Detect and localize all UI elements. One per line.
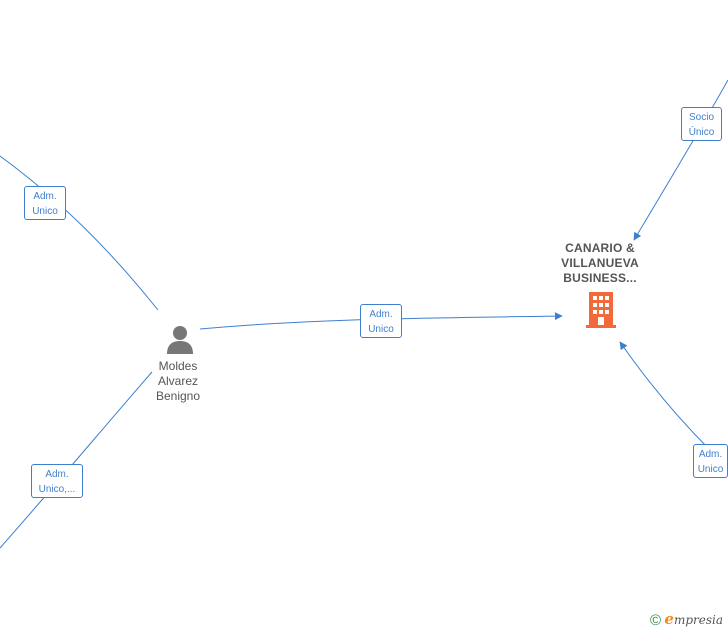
edge-top-right xyxy=(633,79,728,241)
brand-initial: e xyxy=(664,610,674,628)
edge-bottom-right xyxy=(619,341,711,451)
empresia-watermark: © empresia xyxy=(650,610,723,629)
role-line2: Único xyxy=(688,127,715,138)
person-name-line3: Benigno xyxy=(155,389,201,403)
role-label-top-right[interactable]: Socio Único xyxy=(681,107,722,141)
role-label-bottom-left[interactable]: Adm. Unico,... xyxy=(31,464,83,498)
role-label-center[interactable]: Adm. Unico xyxy=(360,304,402,338)
brand-name: mpresia xyxy=(673,613,724,627)
role-label-top-left[interactable]: Adm. Unico xyxy=(24,186,66,220)
role-line2: Unico xyxy=(697,464,724,475)
person-icon[interactable] xyxy=(165,324,195,354)
company-name-line3: BUSINESS... xyxy=(563,271,637,285)
company-building-icon[interactable] xyxy=(586,292,616,328)
role-line1: Adm. xyxy=(33,191,57,202)
person-name-line2: Alvarez xyxy=(157,374,198,388)
role-line2: Unico,... xyxy=(38,484,76,495)
role-line2: Unico xyxy=(368,324,394,335)
person-name[interactable]: Moldes Alvarez Benigno xyxy=(138,359,218,404)
copyright-icon: © xyxy=(650,612,662,629)
person-name-line1: Moldes xyxy=(158,359,198,373)
role-label-bottom-right[interactable]: Adm. Unico xyxy=(693,444,728,478)
company-name[interactable]: CANARIO & VILLANUEVA BUSINESS... xyxy=(548,241,652,286)
role-line1: Adm. xyxy=(369,309,393,320)
role-line1: Adm. xyxy=(698,449,723,460)
role-line1: Adm. xyxy=(45,469,69,480)
role-line2: Unico xyxy=(32,206,58,217)
edge-top-left xyxy=(0,155,159,311)
company-name-line1: CANARIO & xyxy=(565,241,635,255)
company-name-line2: VILLANUEVA xyxy=(561,256,639,270)
role-line1: Socio xyxy=(688,112,714,123)
edge-bottom-left xyxy=(0,371,153,549)
